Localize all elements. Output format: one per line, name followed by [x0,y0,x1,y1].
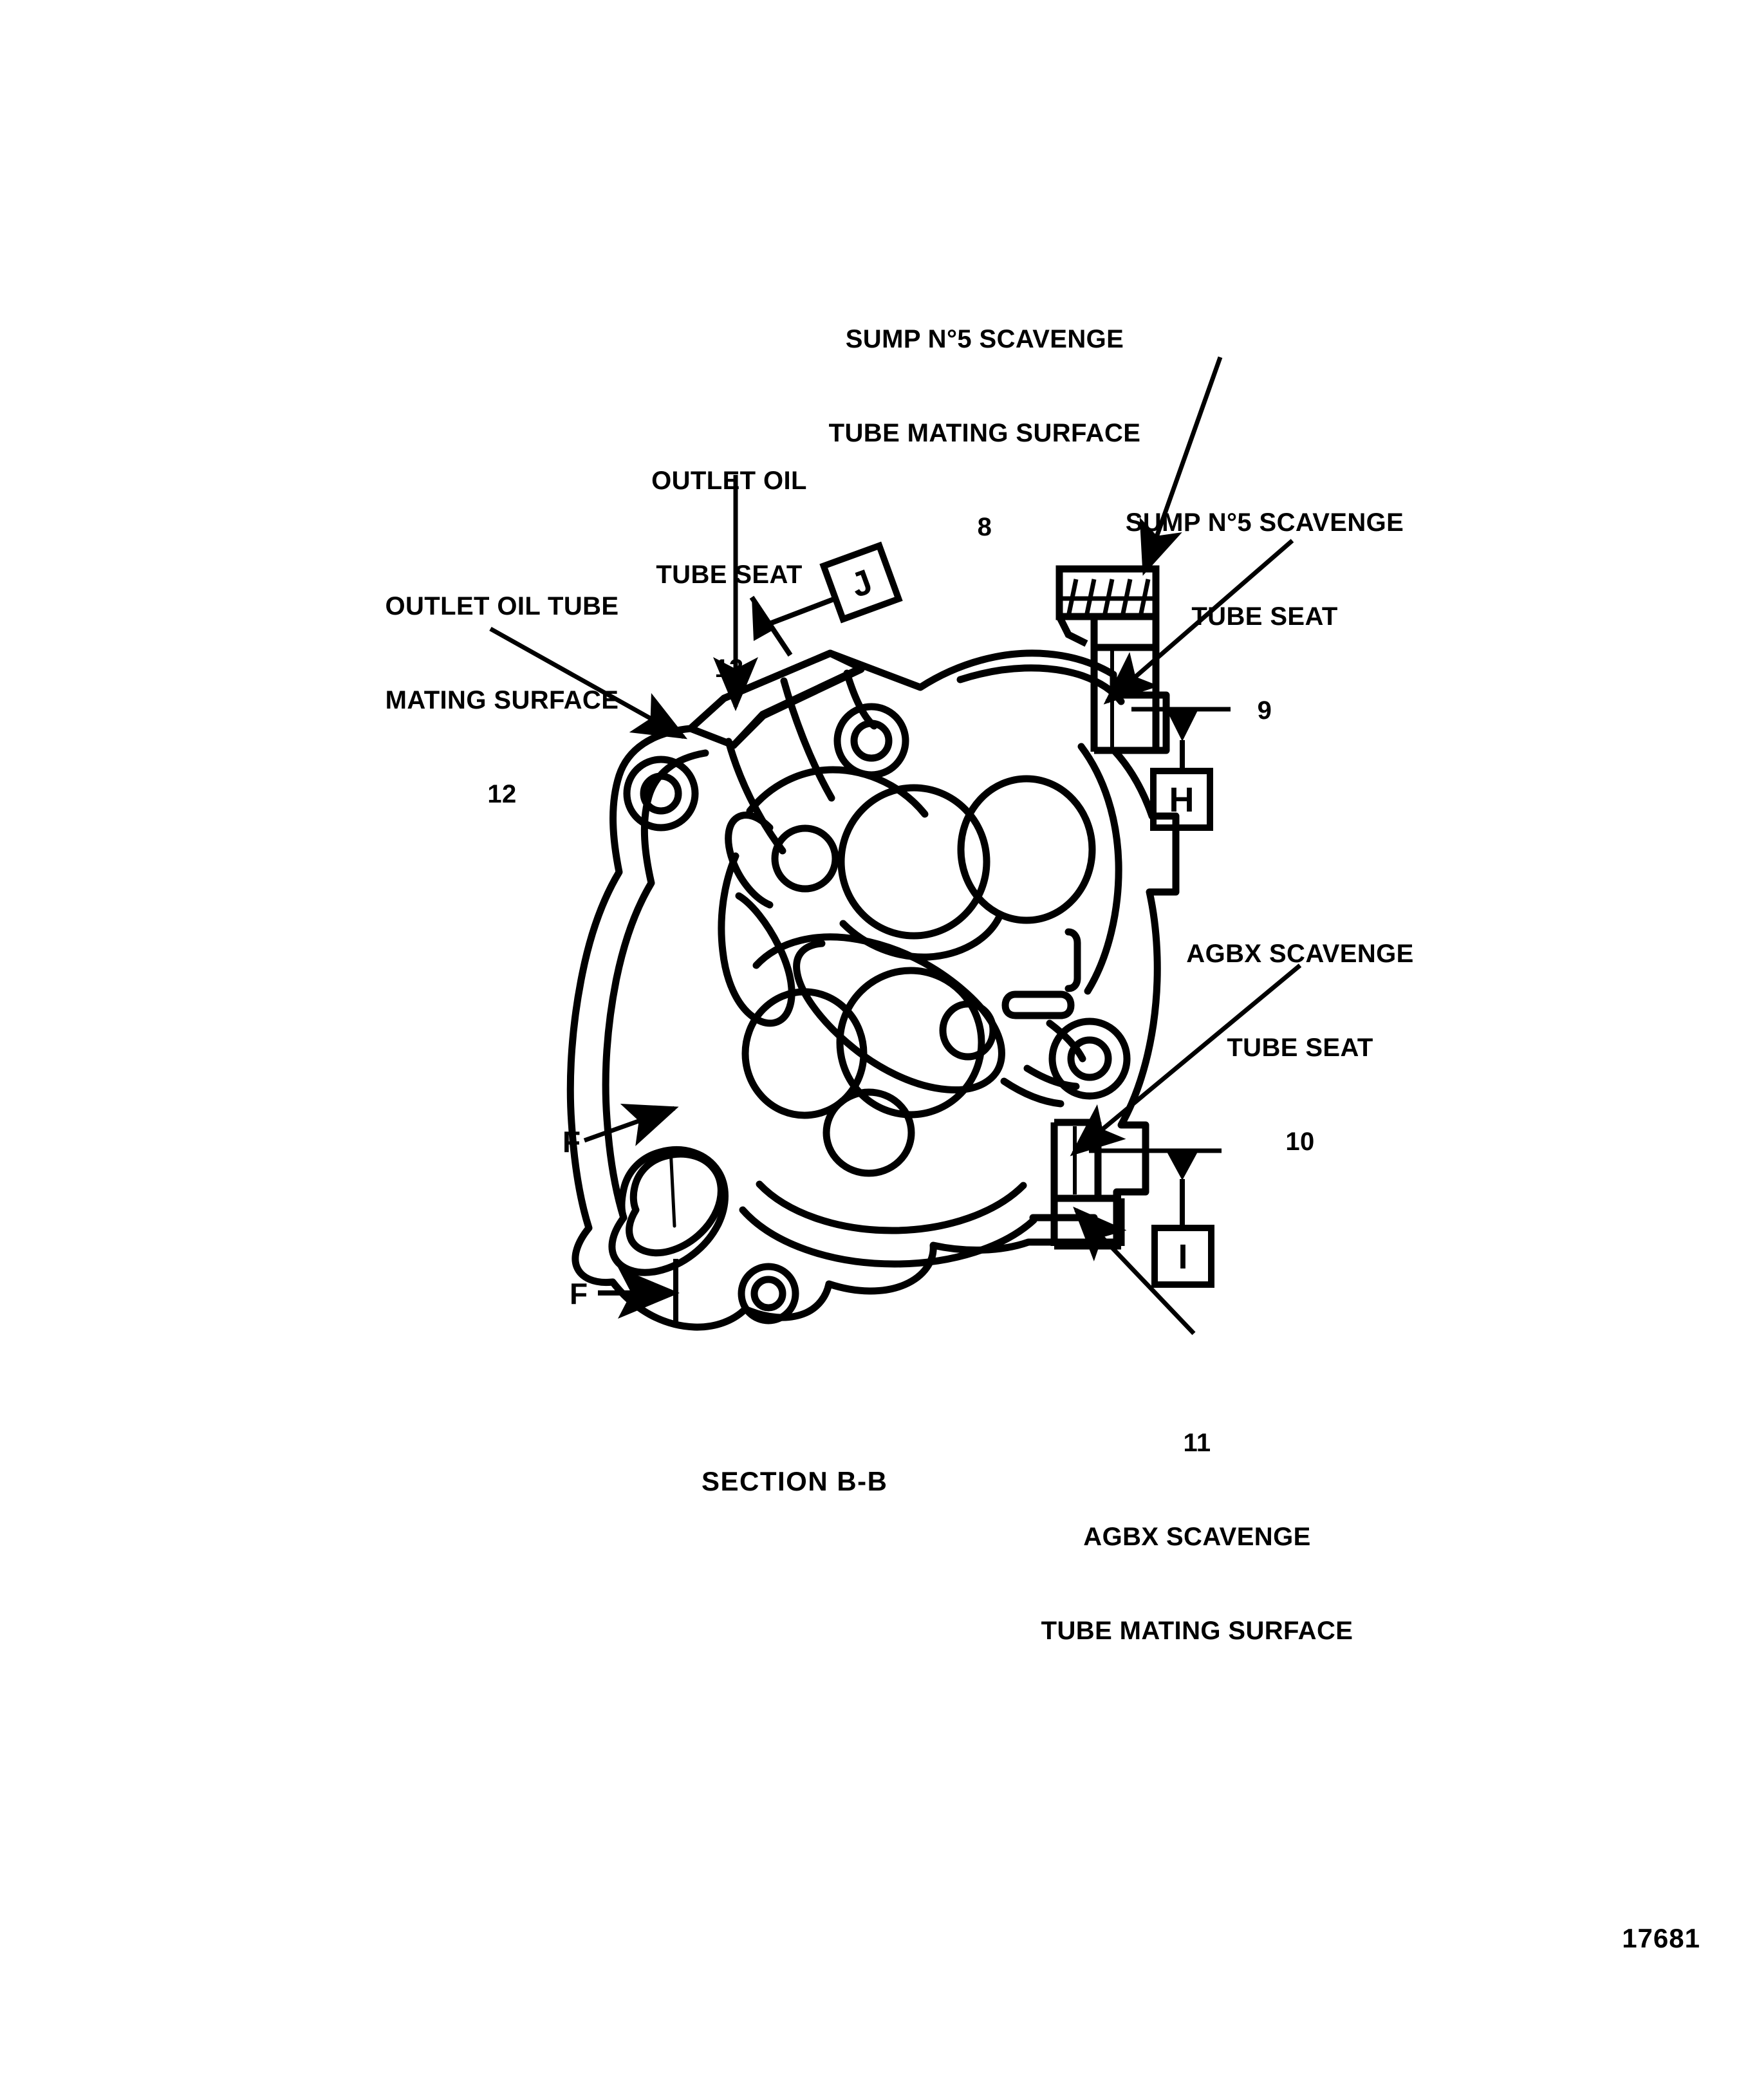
leader-lines [489,356,1302,1335]
callout-agbx-scavenge-tube-mating-surface: 11 AGBX SCAVENGE TUBE MATING SURFACE [1041,1364,1353,1710]
section-mark-f-lower-label: F [570,1277,588,1310]
leader-callout-12 [489,626,688,739]
casting-outline [566,649,1180,1331]
leader-section-f-upper [583,1103,679,1146]
leader-callout-10 [1070,963,1302,1157]
callout-line-2: TUBE MATING SURFACE [828,418,1141,447]
datum-i-label: I [1178,1238,1187,1276]
datum-h-label: H [1169,781,1195,819]
callout-number: 9 [1257,696,1272,725]
callout-sump-no5-scavenge-tube-mating-surface: SUMP N°5 SCAVENGE TUBE MATING SURFACE 8 [829,261,1141,606]
leader-callout-8 [1139,356,1223,576]
callout-line-1: AGBX SCAVENGE [1186,939,1414,968]
section-mark-f-lower [598,1259,680,1326]
drawing-number: 17681 [1622,1923,1700,1953]
section-mark-f-upper-label: F [562,1125,581,1158]
callout-line-1: SUMP N°5 SCAVENGE [845,324,1124,353]
datum-h: H [1131,707,1231,831]
leader-callout-11 [1073,1206,1196,1335]
callout-number: 10 [1285,1128,1315,1157]
callout-line-2: TUBE SEAT [1191,602,1338,631]
callout-agbx-scavenge-tube-seat: AGBX SCAVENGE TUBE SEAT 10 [1186,875,1413,1221]
leader-callout-9 [1103,539,1294,705]
callout-outlet-oil-tube-seat: OUTLET OIL TUBE SEAT 13 [651,402,807,748]
callout-line-1: SUMP N°5 SCAVENGE [1125,508,1404,537]
callout-line-2: TUBE MATING SURFACE [1041,1617,1353,1646]
callout-number: 13 [714,655,744,683]
callout-line-2: TUBE SEAT [1227,1033,1373,1062]
callout-line-2: MATING SURFACE [385,685,619,714]
callout-line-1: OUTLET OIL [651,466,807,495]
datum-i: I [1089,1148,1222,1288]
section-title: SECTION B-B [702,1466,888,1496]
callout-line-1: AGBX SCAVENGE [1083,1522,1311,1551]
callout-outlet-oil-tube-mating-surface: OUTLET OIL TUBE MATING SURFACE 12 [385,528,618,873]
callout-number: 12 [487,780,517,809]
callout-line-1: OUTLET OIL TUBE [385,591,619,620]
callout-number: 8 [977,513,992,542]
callout-sump-no5-scavenge-tube-seat: SUMP N°5 SCAVENGE TUBE SEAT 9 [1126,444,1404,790]
callout-line-2: TUBE SEAT [656,560,803,589]
callout-number: 11 [1183,1428,1211,1457]
